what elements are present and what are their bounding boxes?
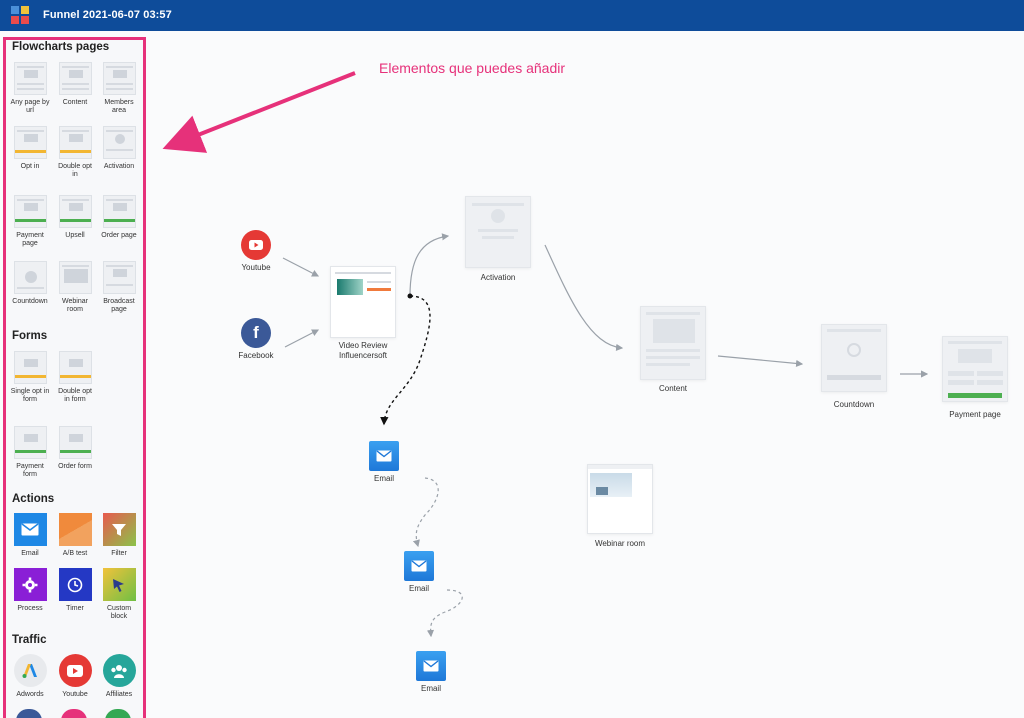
page-thumbnail-icon [58,126,92,159]
adwords-icon [13,654,47,687]
page-thumbnail [821,324,887,392]
palette-traffic-youtube[interactable]: Youtube [55,654,95,699]
palette-single-opt-in-form[interactable]: Single opt in form [10,351,50,404]
node-email-1[interactable]: Email [366,441,402,484]
palette-opt-in[interactable]: Opt in [10,126,50,171]
palette-traffic-affiliates[interactable]: Affiliates [99,654,139,699]
palette-traffic-instagram-partial[interactable] [61,709,87,718]
node-payment-page[interactable]: Payment page [935,336,1015,420]
facebook-icon: f [241,318,271,348]
palette-traffic-facebook-partial[interactable] [16,709,42,718]
page-thumbnail [942,336,1008,402]
palette-traffic-adwords[interactable]: Adwords [10,654,50,699]
page-thumbnail-icon [58,62,92,95]
element-palette: Flowcharts pages Any page by url Content… [3,37,146,718]
palette-action-custom-block[interactable]: Custom block [99,568,139,621]
palette-upsell[interactable]: Upsell [55,195,95,240]
page-thumbnail-icon [102,126,136,159]
node-countdown[interactable]: Countdown [814,324,894,410]
palette-members-area[interactable]: Members area [99,62,139,115]
node-email-2[interactable]: Email [401,551,437,594]
email-icon [404,551,434,581]
form-thumbnail-icon [58,351,92,384]
section-actions-title: Actions [12,493,55,505]
youtube-icon [241,230,271,260]
funnel-title: Funnel 2021-06-07 03:57 [43,9,172,21]
palette-action-timer[interactable]: Timer [55,568,95,613]
page-thumbnail-icon [13,62,47,95]
palette-content[interactable]: Content [55,62,95,107]
page-thumbnail-icon [13,261,47,294]
palette-any-page[interactable]: Any page by url [10,62,50,115]
node-facebook[interactable]: f Facebook [234,318,278,361]
palette-double-opt-in[interactable]: Double opt in [55,126,95,179]
ab-test-icon [58,513,92,546]
youtube-icon [58,654,92,687]
palette-action-ab-test[interactable]: A/B test [55,513,95,558]
node-email-3[interactable]: Email [413,651,449,694]
app-logo-icon [11,6,30,25]
form-thumbnail-icon [58,426,92,459]
affiliates-icon [102,654,136,687]
palette-payment-form[interactable]: Payment form [10,426,50,479]
palette-action-email[interactable]: Email [10,513,50,558]
cursor-icon [102,568,136,601]
palette-countdown[interactable]: Countdown [10,261,50,306]
email-icon [369,441,399,471]
page-thumbnail-icon [58,261,92,294]
node-video-review[interactable]: Video Review Influencersoft [323,266,403,361]
palette-double-opt-in-form[interactable]: Double opt in form [55,351,95,404]
page-thumbnail [465,196,531,268]
palette-webinar-room[interactable]: Webinar room [55,261,95,314]
annotation-text: Elementos que puedes añadir [379,60,566,76]
form-thumbnail-icon [13,426,47,459]
node-webinar-room[interactable]: Webinar room [582,464,658,549]
title-bar: Funnel 2021-06-07 03:57 [0,0,1024,31]
palette-action-filter[interactable]: Filter [99,513,139,558]
email-icon [416,651,446,681]
clock-icon [58,568,92,601]
page-thumbnail [587,464,653,534]
page-thumbnail-icon [102,62,136,95]
page-thumbnail [330,266,396,338]
gear-icon [13,568,47,601]
palette-payment-page[interactable]: Payment page [10,195,50,248]
form-thumbnail-icon [13,351,47,384]
node-youtube[interactable]: Youtube [236,230,276,273]
palette-broadcast-page[interactable]: Broadcast page [99,261,139,314]
palette-order-form[interactable]: Order form [55,426,95,471]
palette-order-page[interactable]: Order page [99,195,139,240]
palette-traffic-other-partial[interactable] [105,709,131,718]
email-icon [13,513,47,546]
page-thumbnail [640,306,706,380]
page-thumbnail-icon [58,195,92,228]
page-thumbnail-icon [102,195,136,228]
palette-activation[interactable]: Activation [99,126,139,171]
section-forms-title: Forms [12,330,48,342]
section-traffic-title: Traffic [12,634,47,646]
page-thumbnail-icon [13,126,47,159]
page-thumbnail-icon [13,195,47,228]
palette-action-process[interactable]: Process [10,568,50,613]
section-flowcharts-title: Flowcharts pages [12,41,110,53]
node-activation[interactable]: Activation [458,196,538,283]
annotation-arrow [162,71,356,153]
page-thumbnail-icon [102,261,136,294]
filter-icon [102,513,136,546]
node-content[interactable]: Content [633,306,713,394]
